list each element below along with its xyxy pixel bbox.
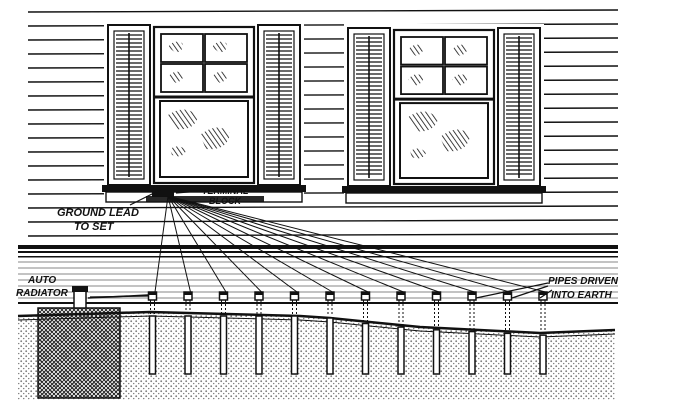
ground-wire (167, 195, 333, 293)
pipes-label-2: INTO EARTH (551, 290, 613, 301)
window-shutter-right (497, 27, 541, 187)
ground-wire (167, 195, 404, 293)
ground-wire (167, 195, 191, 293)
window (102, 21, 306, 203)
ground-pipe (360, 291, 371, 375)
ground-pipe (254, 291, 264, 375)
pipes-label-1: PIPES DRIVEN (548, 276, 619, 287)
terminal-block-label-2: BLOCK (209, 196, 242, 206)
ground-wire (167, 195, 298, 293)
windows (102, 21, 546, 204)
auto-radiator-label-1: AUTO (27, 275, 56, 286)
ground-wire (167, 195, 262, 293)
ground-pipe (396, 291, 406, 375)
ground-wire (167, 195, 227, 293)
ground-pipe (218, 291, 229, 375)
window-shutter-left (107, 24, 151, 186)
leader-lines (89, 189, 553, 299)
ground-wire (154, 195, 169, 293)
ground-lead-label-2: TO SET (74, 221, 115, 233)
siding-board (27, 205, 619, 209)
ground-pipe (147, 291, 158, 375)
ground-wire (167, 195, 440, 293)
ground-lead-label-1: GROUND LEAD (57, 207, 139, 219)
ground-pipe (325, 291, 335, 375)
ground-wires (87, 195, 546, 299)
ground-pipes (147, 291, 548, 375)
siding-board (27, 9, 619, 13)
siding-board (27, 219, 619, 223)
window-shutter-left (347, 27, 391, 187)
window (342, 24, 546, 204)
foundation-band (18, 245, 618, 304)
terminal-block (146, 189, 264, 202)
ground-pipe (502, 291, 513, 375)
ground-pipe (431, 291, 442, 375)
ground-pipe (183, 291, 193, 375)
ground-wire (167, 195, 511, 293)
ground-wire (167, 195, 475, 293)
terminal-block-label-1: TERMINAL (202, 186, 249, 196)
ground-wire (167, 195, 369, 293)
window-shutter-right (257, 24, 301, 186)
ground-pipe (289, 291, 300, 375)
auto-radiator-label-2: RADIATOR (16, 288, 69, 299)
ground-wire (167, 195, 546, 293)
ground-pipe (467, 291, 477, 375)
buried-radiator (37, 286, 121, 399)
